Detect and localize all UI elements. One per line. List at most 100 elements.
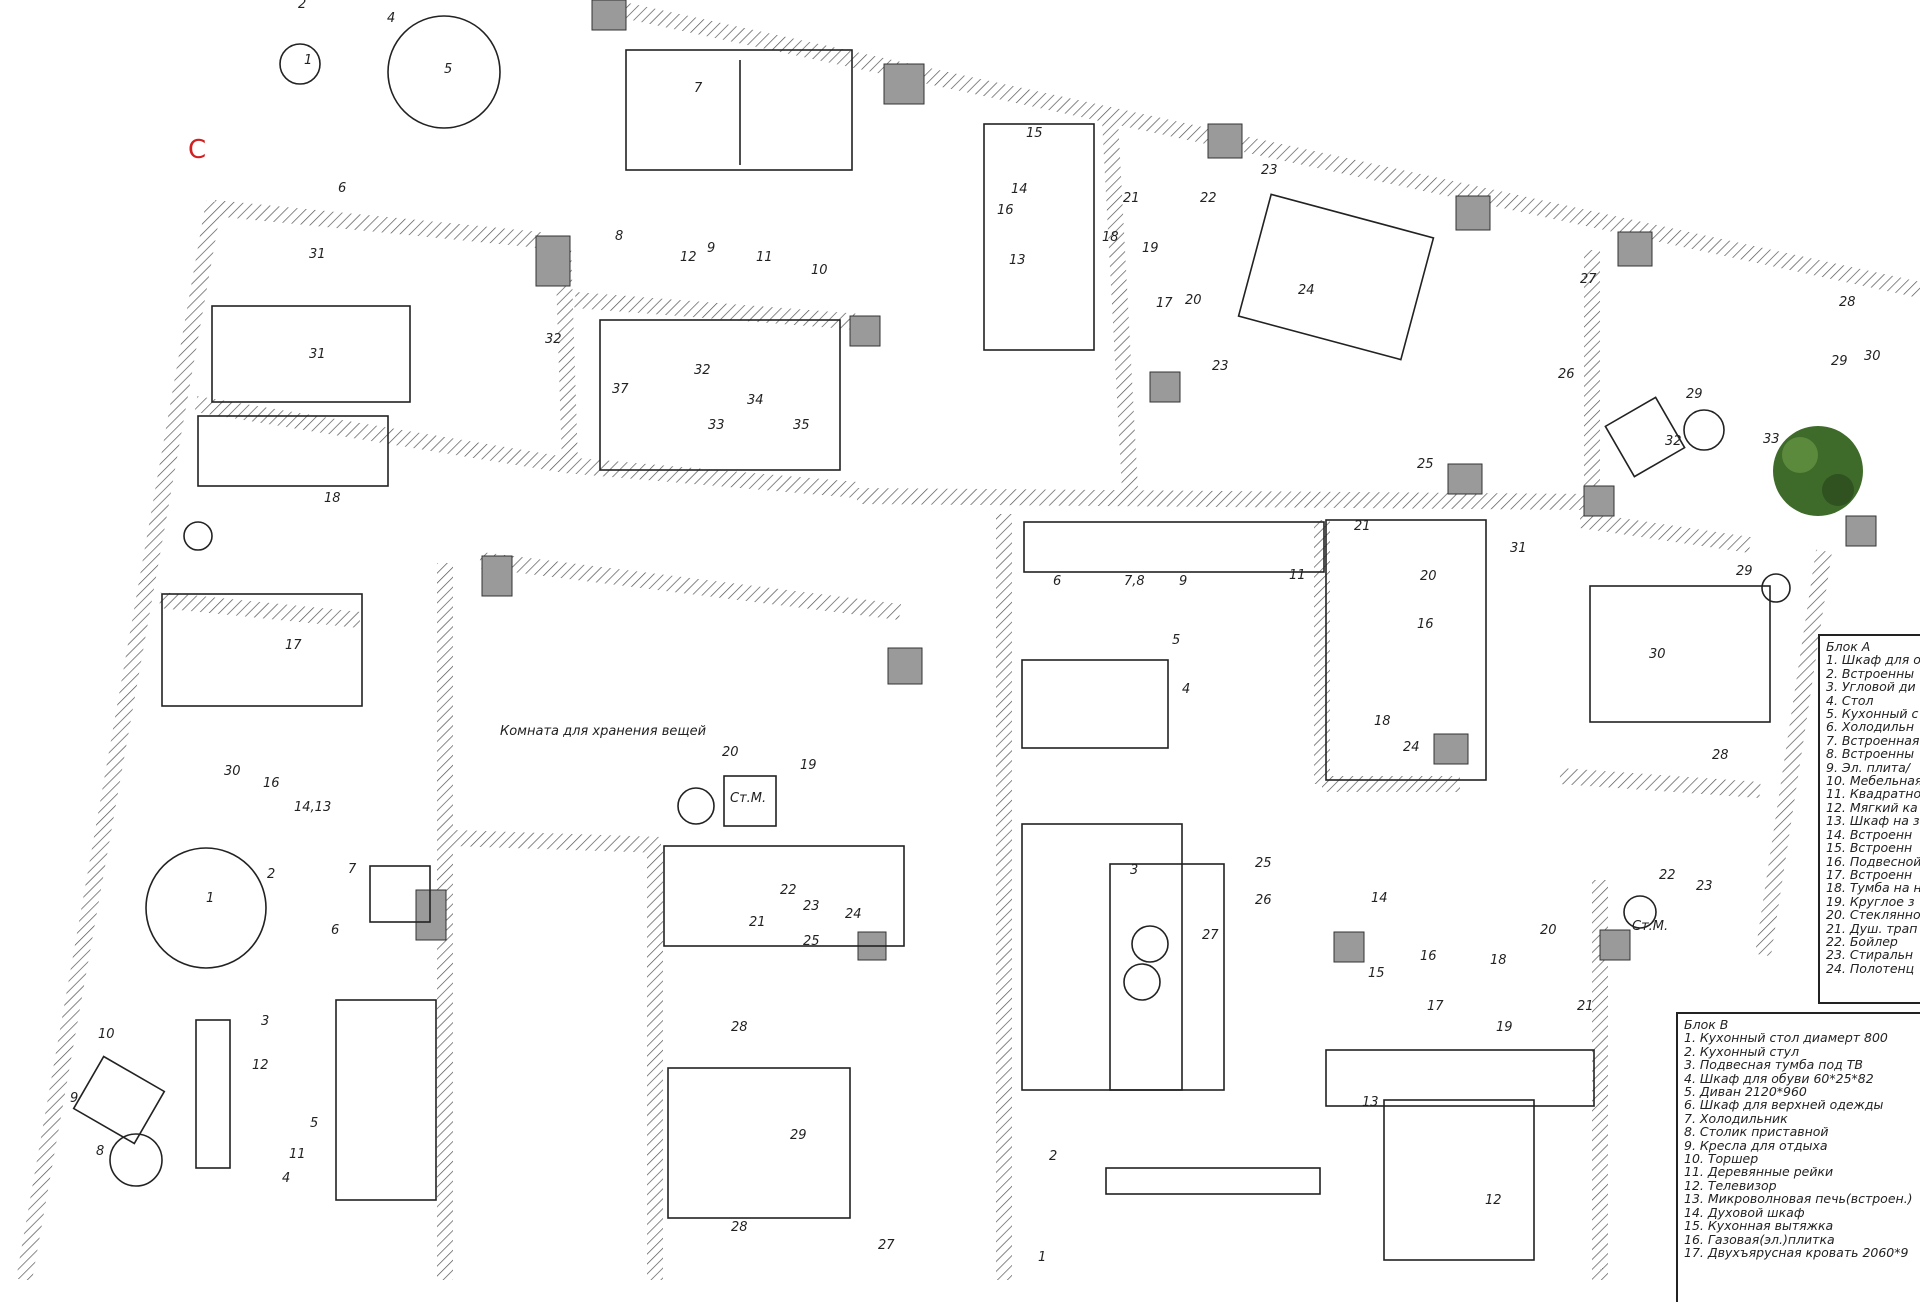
number-tag: 32 xyxy=(1665,434,1682,449)
number-tag: 29 xyxy=(1736,564,1753,579)
number-tag: 29 xyxy=(1686,387,1703,402)
number-tag: 22 xyxy=(780,883,797,898)
legend-item: 1. Шкаф для о xyxy=(1826,652,1920,668)
round-table xyxy=(387,15,501,129)
number-tag: 10 xyxy=(98,1027,115,1042)
legend-item: 7. Холодильник xyxy=(1684,1110,1788,1126)
legend-item: 16. Подвесной xyxy=(1826,853,1920,869)
number-tag: 28 xyxy=(1712,748,1729,763)
legend-item: 17. Двухъярусная кровать 2060*9 xyxy=(1684,1244,1909,1260)
number-tag: 33 xyxy=(1763,432,1780,447)
number-tag: 5 xyxy=(444,62,452,77)
bed xyxy=(1589,585,1771,723)
walls xyxy=(16,0,1920,1280)
boiler xyxy=(1623,895,1657,929)
kitchen-counter xyxy=(1325,1049,1595,1107)
wall xyxy=(16,200,222,1280)
number-tag: 35 xyxy=(793,418,810,433)
number-tag: 11 xyxy=(756,250,773,265)
column xyxy=(1455,195,1491,231)
column xyxy=(415,889,447,941)
column xyxy=(1447,463,1483,495)
number-tag: 16 xyxy=(263,776,280,791)
legend-item: 3. Подвесная тумба под ТВ xyxy=(1684,1057,1863,1073)
wall xyxy=(856,488,1593,510)
legend-item: 1. Кухонный стол диамерт 800 xyxy=(1684,1030,1888,1046)
number-tag: 16 xyxy=(997,203,1014,218)
number-tag: 21 xyxy=(749,915,766,930)
sofa xyxy=(625,49,853,171)
storage-room-label: Комната для хранения вещей xyxy=(500,724,706,739)
washer-label: Ст.М. xyxy=(1632,919,1668,934)
armchair xyxy=(1604,396,1686,478)
number-tag: 32 xyxy=(545,332,562,347)
column xyxy=(887,647,923,685)
number-tag: 3 xyxy=(1130,863,1138,878)
legend-item: 15. Кухонная вытяжка xyxy=(1684,1218,1834,1234)
wall xyxy=(479,552,901,620)
number-tag: 13 xyxy=(1009,253,1026,268)
wall xyxy=(194,396,567,473)
floor-lamp xyxy=(109,1133,163,1187)
number-tag: 21 xyxy=(1123,191,1140,206)
legend-item: 9. Эл. плита/ xyxy=(1826,759,1911,775)
legend-item: 22. Бойлер xyxy=(1826,933,1898,949)
legend-item: 2. Кухонный стул xyxy=(1684,1043,1800,1059)
number-tag: 30 xyxy=(1649,647,1666,662)
wall xyxy=(574,292,861,330)
rug xyxy=(1109,863,1225,1091)
section-mark: С xyxy=(188,135,206,165)
number-tag: 24 xyxy=(1403,740,1420,755)
number-tag: 22 xyxy=(1200,191,1217,206)
column xyxy=(1207,123,1243,159)
number-tag: 7 xyxy=(694,81,703,96)
storage-room-label-text: Комната для хранения вещей xyxy=(500,724,706,739)
number-tag: 25 xyxy=(1255,856,1272,871)
number-tag: 28 xyxy=(731,1220,748,1235)
number-tag: 1 xyxy=(206,891,214,906)
number-tag: 11 xyxy=(1289,568,1306,583)
bathroom-fixtures xyxy=(983,123,1095,351)
lamp xyxy=(183,521,213,551)
number-tag: 18 xyxy=(1374,714,1391,729)
number-tag: 6 xyxy=(331,923,339,938)
legend-item: 14. Встроенн xyxy=(1826,826,1913,842)
wall xyxy=(598,0,1920,298)
legend-item: 5. Кухонный с xyxy=(1826,706,1919,722)
legend-item: 8. Столик приставной xyxy=(1684,1124,1829,1140)
number-tag: 23 xyxy=(1261,163,1278,178)
pouf xyxy=(1123,963,1161,1001)
corner-sofa xyxy=(1021,823,1183,1091)
legend-item: 12. Мягкий ка xyxy=(1826,799,1918,815)
number-tag: 6 xyxy=(1053,574,1061,589)
column xyxy=(883,63,925,105)
bed xyxy=(1237,193,1435,361)
number-tag: 13 xyxy=(1362,1095,1379,1110)
legend-item: 11. Квадратно xyxy=(1826,786,1920,802)
tv-stand xyxy=(195,1019,231,1169)
number-tag: 17 xyxy=(1427,999,1444,1014)
round-table xyxy=(145,847,267,969)
furniture xyxy=(72,15,1791,1261)
washer-label: Ст.М. xyxy=(730,791,766,806)
legend-item: 19. Круглое з xyxy=(1826,893,1915,909)
number-tag: 2 xyxy=(298,0,306,12)
sofa xyxy=(335,999,437,1201)
number-tag: 14,13 xyxy=(294,800,331,815)
legend-item: 17. Встроенн xyxy=(1826,866,1913,882)
legend-item: 16. Газовая(эл.)плитка xyxy=(1684,1231,1835,1247)
number-tag: 20 xyxy=(1540,923,1557,938)
legend-item: 4. Стол xyxy=(1826,692,1874,708)
columns xyxy=(415,0,1877,963)
number-tag: 16 xyxy=(1420,949,1437,964)
legend-item: 6. Холодильн xyxy=(1826,719,1915,735)
number-tag: 9 xyxy=(1179,574,1187,589)
number-tag: 23 xyxy=(803,899,820,914)
legend-item: 5. Диван 2120*960 xyxy=(1684,1084,1807,1100)
column xyxy=(1617,231,1653,267)
bathroom-fixtures xyxy=(599,319,841,471)
number-tag: 19 xyxy=(800,758,817,773)
